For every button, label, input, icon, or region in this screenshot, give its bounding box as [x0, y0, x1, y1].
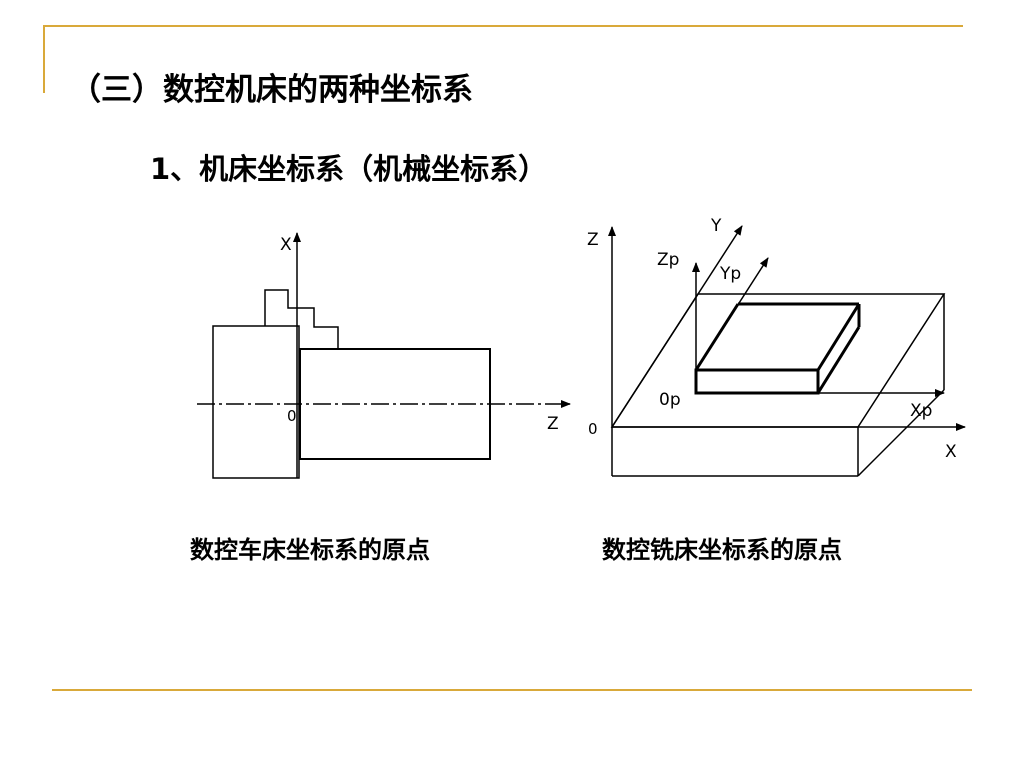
lathe-diagram — [197, 232, 571, 479]
lathe-jaw-steps — [264, 289, 339, 349]
mill-diagram — [608, 225, 966, 477]
mill-xp-label: Xp — [910, 401, 932, 421]
lathe-z-label: Z — [547, 414, 559, 434]
frame-top-line — [43, 25, 963, 27]
mill-op-label: 0p — [659, 390, 681, 410]
mill-x-label: X — [945, 442, 957, 462]
frame-left-line — [43, 25, 45, 93]
lathe-x-label: X — [280, 235, 292, 255]
slide-title: （三）数控机床的两种坐标系 — [70, 72, 473, 108]
mill-workpiece — [694, 302, 861, 395]
lathe-caption: 数控车床坐标系的原点 — [190, 536, 430, 564]
lathe-chuck — [212, 325, 300, 479]
mill-origin-label: 0 — [588, 420, 598, 438]
mill-z-label: Z — [587, 230, 599, 250]
slide-subtitle: 1、机床坐标系（机械坐标系） — [150, 152, 548, 186]
lathe-origin-label: 0 — [287, 407, 297, 425]
mill-caption: 数控铣床坐标系的原点 — [602, 536, 842, 564]
mill-y-label: Y — [710, 216, 722, 236]
mill-table-edge-right — [857, 389, 945, 477]
mill-yp-label: Yp — [719, 264, 741, 284]
mill-y-axis — [611, 225, 743, 428]
frame-bottom-line — [52, 689, 972, 691]
mill-zp-label: Zp — [657, 250, 679, 270]
mill-yp-axis — [695, 257, 769, 371]
